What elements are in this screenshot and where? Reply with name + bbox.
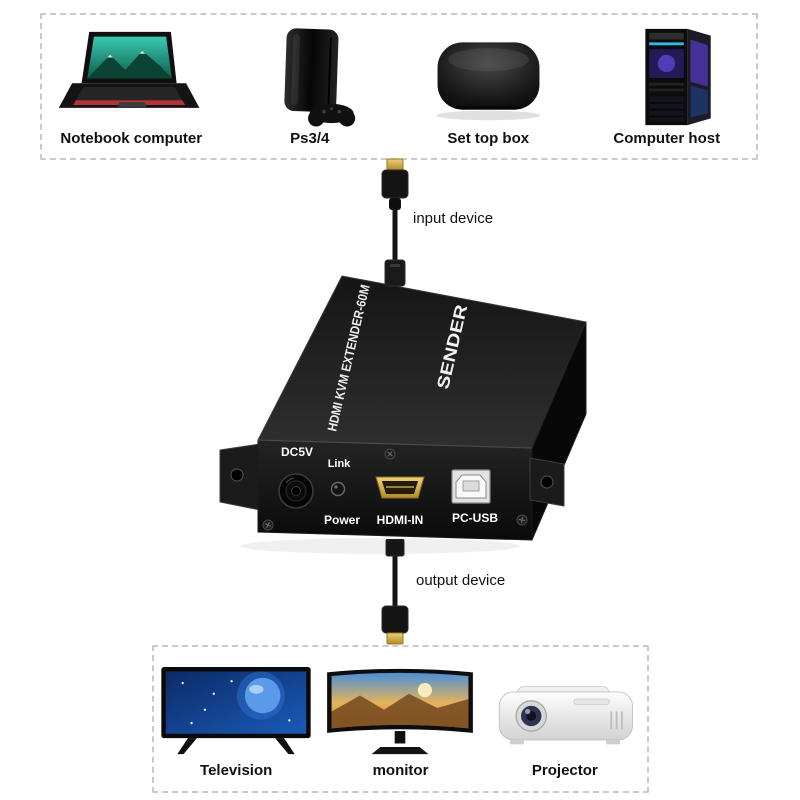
laptop-icon: [55, 25, 207, 127]
device-projector: Projector: [483, 647, 647, 791]
cable-strain-relief: [389, 198, 401, 210]
set-top-box-icon: [416, 25, 561, 127]
device-label-ps3: Ps3/4: [290, 130, 330, 147]
mounting-ear-right: [529, 457, 565, 507]
cable-wire: [392, 556, 398, 606]
tv-illustration: [161, 667, 311, 755]
projector-illustration: [498, 686, 633, 745]
input-device-label: input device: [413, 210, 494, 227]
device-settopbox: Set top box: [399, 15, 578, 158]
settop-illustration: [436, 42, 541, 121]
input-hdmi-cable: [381, 158, 409, 287]
hdmi-in-label: HDMI-IN: [377, 513, 424, 527]
device-ps3: Ps3/4: [221, 15, 400, 158]
output-devices-box: Television monitor: [152, 645, 649, 793]
hdmi-in-port: [375, 476, 425, 499]
output-hdmi-cable: [381, 539, 409, 645]
edge-highlight: [257, 439, 533, 449]
plug-detail: [390, 264, 400, 267]
console-illustration: [284, 28, 356, 127]
cable-wire: [392, 208, 398, 260]
device-television: Television: [154, 647, 318, 791]
television-icon: [156, 657, 316, 759]
device-label-monitor: monitor: [372, 762, 429, 779]
device-computer-host: Computer host: [578, 15, 757, 158]
device-notebook: Notebook computer: [42, 15, 221, 158]
monitor-illustration: [327, 668, 474, 755]
pc-usb-port: [451, 469, 491, 504]
laptop-illustration: [59, 31, 200, 108]
kvm-extender-device: HDMI KVM EXTENDER-60M SENDER DC5V Link P…: [219, 275, 587, 554]
link-label: Link: [328, 458, 351, 470]
device-label-television: Television: [200, 762, 273, 779]
extender-top-face: [257, 275, 587, 449]
pc-usb-label: PC-USB: [452, 511, 498, 525]
dc-power-jack: [278, 473, 314, 509]
power-label: Power: [324, 513, 360, 527]
hdmi-plug-tip: [386, 158, 404, 171]
input-devices-box: Notebook computer: [40, 13, 758, 160]
extender-shadow: [240, 538, 520, 554]
screw-icon: [384, 448, 396, 460]
game-console-icon: [237, 25, 382, 127]
device-label-settopbox: Set top box: [447, 130, 530, 147]
hdmi-plug-body: [381, 169, 409, 199]
device-label-notebook: Notebook computer: [60, 130, 203, 147]
device-monitor: monitor: [318, 647, 482, 791]
monitor-icon: [320, 657, 480, 759]
mounting-ear-left: [219, 443, 261, 511]
tower-pc-icon: [599, 25, 734, 127]
link-led: [330, 481, 346, 497]
tower-illustration: [645, 28, 711, 126]
device-label-computer-host: Computer host: [613, 130, 721, 147]
output-device-label: output device: [416, 572, 506, 589]
hdmi-plug-tip: [386, 632, 404, 645]
hdmi-plug-lower: [384, 259, 406, 287]
device-label-projector: Projector: [531, 762, 598, 779]
dc5v-label: DC5V: [281, 445, 313, 459]
screw-icon: [516, 514, 528, 526]
projector-icon: [485, 657, 645, 759]
hdmi-plug-upper: [385, 539, 405, 557]
hdmi-plug-body: [381, 605, 409, 634]
screw-icon: [262, 519, 274, 531]
